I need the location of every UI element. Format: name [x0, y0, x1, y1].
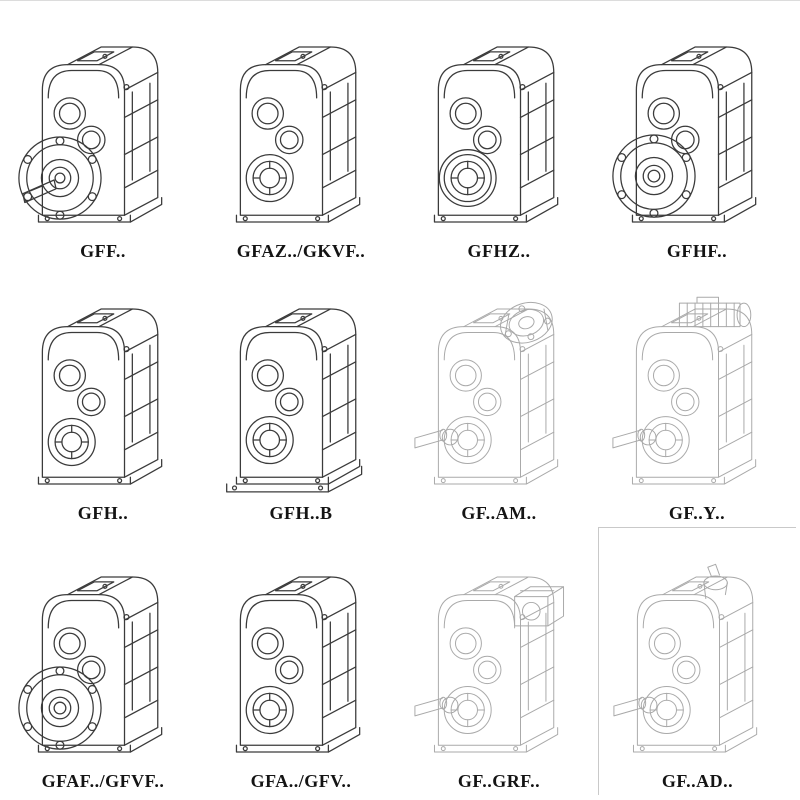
product-label: GFH..: [77, 503, 129, 523]
product-cell-gf-y: GF..Y..: [598, 265, 796, 527]
gearbox-input-adapter-drawing: [612, 563, 757, 753]
product-cell-gf-am: GF..AM..: [400, 265, 598, 527]
product-label: GF..AM..: [461, 503, 537, 523]
product-label: GFA../GFV..: [250, 771, 352, 791]
product-cell-gfhz: GFHZ..: [400, 3, 598, 265]
flange-hollow-gearbox-drawing: [18, 576, 163, 753]
product-cell-gfaz-gkvf: GFAZ../GKVF..: [202, 3, 400, 265]
hollow-shaft-gearbox-drawing: [235, 46, 361, 223]
hollow-shaft-gearbox-drawing: [433, 46, 559, 223]
product-label: GFAZ../GKVF..: [236, 241, 366, 261]
gearbox-adapter-block-drawing: [414, 576, 565, 753]
product-cell-gf-grf: GF..GRF..: [400, 527, 598, 795]
product-label: GFHF..: [666, 241, 728, 261]
product-cell-gfh-b: GFH..B: [202, 265, 400, 527]
flange-hollow-gearbox-drawing: [612, 46, 757, 223]
product-label: GF..AD..: [661, 771, 734, 791]
product-cell-gfh: GFH..: [4, 265, 202, 527]
product-label: GFHZ..: [467, 241, 531, 261]
hollow-shaft-gearbox-drawing: [235, 576, 361, 753]
product-label: GFAF../GFVF..: [41, 771, 165, 791]
product-cell-gfaf-gfvf: GFAF../GFVF..: [4, 527, 202, 795]
hollow-shaft-gearbox-base-drawing: [226, 308, 363, 493]
product-label: GFH..B: [269, 503, 333, 523]
product-cell-gff: GFF..: [4, 3, 202, 265]
product-label: GF..GRF..: [457, 771, 541, 791]
product-label: GF..Y..: [668, 503, 726, 523]
product-cell-gfhf: GFHF..: [598, 3, 796, 265]
gearbox-iec-adapter-drawing: [414, 295, 559, 485]
product-label: GFF..: [80, 241, 126, 261]
flange-shaft-gearbox-drawing: [18, 46, 163, 223]
gearbox-with-motor-drawing: [612, 296, 757, 485]
product-cell-gfa-gfv: GFA../GFV..: [202, 527, 400, 795]
hollow-shaft-gearbox-drawing: [37, 308, 163, 485]
product-cell-gf-ad: GF..AD..: [598, 527, 796, 795]
